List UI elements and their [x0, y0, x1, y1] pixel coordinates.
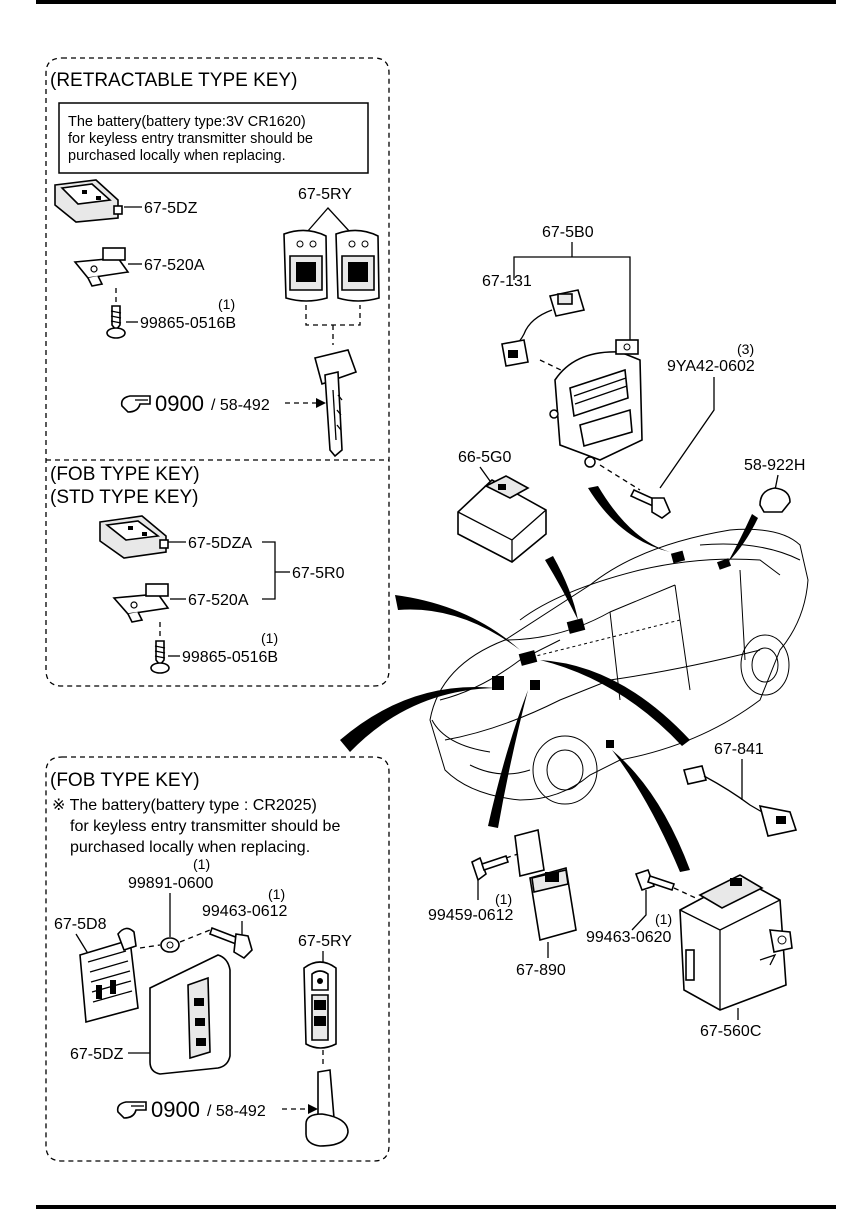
bolt-99463-0612-drawing — [208, 926, 253, 960]
leader-to-66-5g0 — [545, 556, 578, 620]
fob-note-line-2: for keyless entry transmitter should be — [70, 818, 340, 835]
locator-rear-1 — [670, 550, 686, 564]
label-67-5r0: 67-5R0 — [292, 565, 345, 582]
label-99459: 99459-0612 — [428, 907, 514, 924]
label-67-5b0: 67-5B0 — [542, 224, 594, 241]
label-99865-a: 99865-0516B — [140, 315, 236, 332]
top-rule — [36, 0, 836, 4]
bottom-rule — [36, 1205, 836, 1209]
reference-part-58-492-b: / 58-492 — [207, 1103, 266, 1120]
pointing-hand-icon — [120, 395, 151, 413]
label-67-5ry-b: 67-5RY — [298, 933, 352, 950]
label-67-5d8: 67-5D8 — [54, 916, 107, 933]
key-blade-a-drawing — [314, 349, 358, 458]
fob-key-b-drawing — [303, 961, 337, 1049]
label-67-520a-a: 67-520A — [144, 257, 205, 274]
retractable-note-line-1: The battery(battery type:3V CR1620) — [68, 114, 306, 130]
retractable-key-right-drawing — [335, 229, 380, 302]
label-67-560c: 67-560C — [700, 1023, 761, 1040]
label-99463-0620-qty: (1) — [655, 911, 672, 927]
bolt-99459-drawing — [471, 854, 510, 882]
retractable-key-left-drawing — [283, 229, 328, 302]
part-58-922h-drawing — [759, 487, 791, 513]
label-67-5ry-a: 67-5RY — [298, 186, 352, 203]
label-99463-0620: 99463-0620 — [586, 929, 672, 946]
car-outline — [429, 528, 809, 805]
part-67-5dz-drawing — [54, 179, 123, 223]
locator-roof — [566, 618, 586, 634]
fob-header: (FOB TYPE KEY) — [50, 770, 200, 791]
label-99463-0612-qty: (1) — [268, 886, 285, 902]
fob-key-box — [45, 756, 390, 1162]
label-9ya42: 9YA42-0602 — [667, 358, 755, 375]
label-99463-0612: 99463-0612 — [202, 903, 288, 920]
label-99891: 99891-0600 — [128, 875, 214, 892]
leader-to-58-922h — [728, 514, 758, 562]
locator-dash-2 — [492, 676, 504, 690]
part-67-841-drawing — [682, 765, 798, 837]
bolt-99463-0620-drawing — [634, 868, 676, 892]
screw-99865-b-drawing — [150, 640, 170, 674]
leader-to-retractable — [395, 595, 520, 650]
label-99891-qty: (1) — [193, 856, 210, 872]
locator-dash-3 — [530, 680, 540, 690]
retractable-note-line-2: for keyless entry transmitter should be — [68, 131, 313, 147]
label-66-5g0: 66-5G0 — [458, 449, 511, 466]
screw-99865-a-drawing — [106, 305, 126, 339]
label-9ya42-qty: (3) — [737, 341, 754, 357]
label-67-5dza: 67-5DZA — [188, 535, 252, 552]
reference-0900-a[interactable]: 0900 — [155, 391, 204, 416]
label-99865-b-qty: (1) — [261, 630, 278, 646]
label-99865-b: 99865-0516B — [182, 649, 278, 666]
label-67-890: 67-890 — [516, 962, 566, 979]
label-67-5dz-b: 67-5DZ — [70, 1046, 124, 1063]
label-67-5dz-a: 67-5DZ — [144, 200, 198, 217]
retractable-note-box — [58, 102, 369, 174]
locator-side — [606, 740, 614, 748]
leader-to-67-560c — [612, 750, 690, 872]
leader-to-67-890 — [488, 690, 528, 828]
part-67-560c-drawing — [679, 874, 793, 1011]
label-99459-qty: (1) — [495, 891, 512, 907]
leader-to-67-5b0 — [588, 486, 670, 552]
part-67-520a-b-drawing — [112, 583, 170, 623]
retractable-note-line-3: purchased locally when replacing. — [68, 148, 286, 164]
fob-note-line-3: purchased locally when replacing. — [70, 839, 310, 856]
leader-to-67-841 — [540, 660, 690, 746]
key-blade-b-drawing — [305, 1069, 349, 1147]
part-67-520a-drawing — [73, 247, 130, 287]
part-67-5b0-drawing — [549, 339, 643, 468]
locator-rear-2 — [716, 558, 732, 570]
leader-to-fob — [340, 687, 495, 752]
part-67-5d8-drawing — [79, 927, 139, 1024]
label-58-922h: 58-922H — [744, 457, 805, 474]
locator-dash-1 — [518, 650, 538, 666]
reference-part-58-492-a: / 58-492 — [211, 397, 270, 414]
part-66-5g0-drawing — [457, 475, 547, 563]
part-67-5dza-drawing — [99, 515, 169, 559]
fob-std-header-std: (STD TYPE KEY) — [50, 487, 199, 508]
retractable-key-box — [45, 57, 390, 687]
label-67-131: 67-131 — [482, 273, 532, 290]
label-67-841: 67-841 — [714, 741, 764, 758]
reference-0900-b[interactable]: 0900 — [151, 1097, 200, 1122]
bolt-9ya42-drawing — [629, 488, 671, 519]
part-67-5dz-b-drawing — [149, 954, 231, 1075]
pointing-hand-icon-b — [116, 1101, 147, 1119]
label-67-520a-b: 67-520A — [188, 592, 249, 609]
part-67-131-drawing — [501, 289, 586, 367]
label-99865-a-qty: (1) — [218, 296, 235, 312]
fob-note-line-1: ※ The battery(battery type : CR2025) — [52, 797, 317, 814]
retractable-header: (RETRACTABLE TYPE KEY) — [50, 70, 297, 91]
part-67-890-drawing — [514, 829, 577, 942]
fob-std-header-fob: (FOB TYPE KEY) — [50, 464, 200, 485]
